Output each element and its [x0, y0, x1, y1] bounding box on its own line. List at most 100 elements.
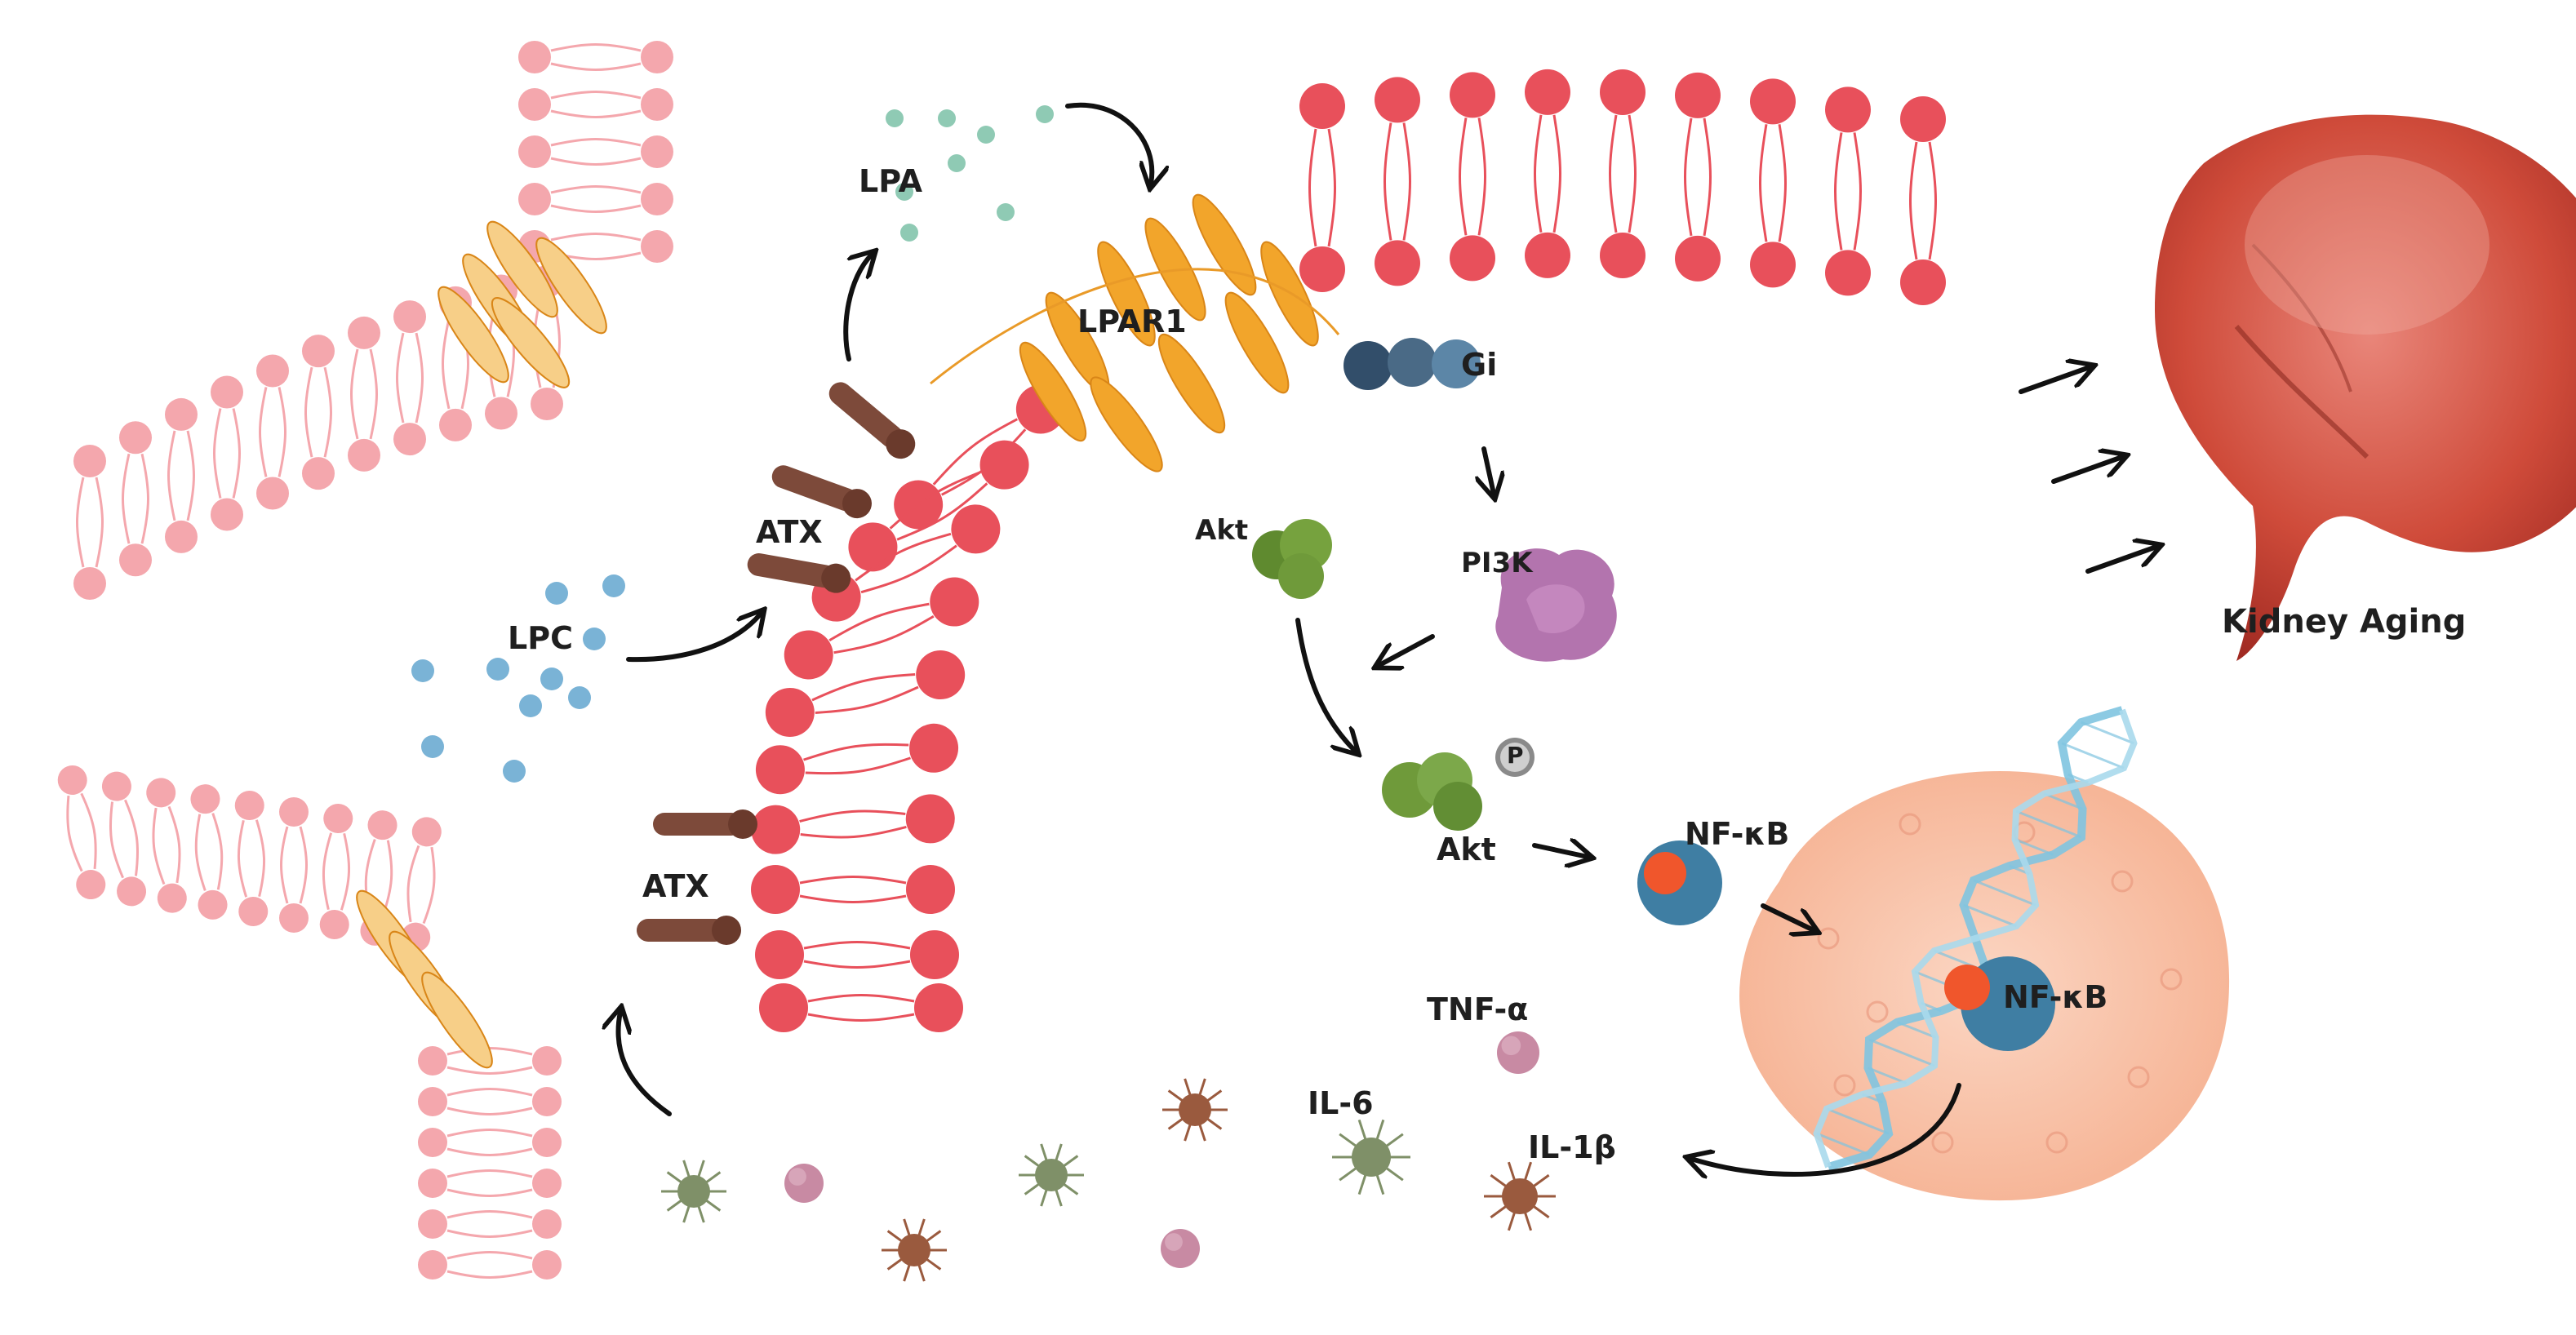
- phospholipid-faded: [101, 771, 147, 907]
- lpc-molecule: [411, 659, 434, 682]
- kidney-aging-label: Kidney Aging: [2222, 603, 2467, 641]
- phospholipid-faded: [518, 88, 673, 121]
- nfkb-nucleus: [1944, 956, 2055, 1051]
- receptor-helix: [1192, 193, 1257, 296]
- phospholipid-faded: [165, 397, 198, 553]
- phospholipid: [751, 865, 955, 914]
- atx-protein: [828, 382, 916, 459]
- lpc-molecule: [519, 694, 542, 717]
- akt-protein-bottom: [1382, 752, 1482, 831]
- phospholipid-faded: [73, 445, 106, 600]
- atx-proteins: [637, 382, 916, 945]
- phospholipid-faded: [279, 797, 309, 933]
- phospholipid-faded: [401, 817, 442, 952]
- small-molecules: [411, 105, 1054, 783]
- phospholipid-faded: [146, 778, 187, 913]
- cytokine-pink: [1161, 1229, 1200, 1268]
- dna-helix: [1813, 706, 2138, 1171]
- lpc-molecule: [545, 582, 568, 605]
- receptor-helix: [421, 971, 493, 1069]
- phospholipid: [1750, 78, 1796, 288]
- receptor-helix: [535, 237, 607, 335]
- il6-label: IL-6: [1308, 1085, 1374, 1121]
- cytokine-brown: [1162, 1078, 1228, 1142]
- cytokine-pink: [784, 1164, 824, 1203]
- lpc-molecule: [583, 628, 606, 650]
- il1b-cytokine: [1484, 1161, 1556, 1231]
- receptor-helix: [486, 220, 558, 318]
- receptor-helix: [491, 297, 571, 388]
- il6-cytokine: [1332, 1119, 1410, 1195]
- receptor-helix: [1157, 333, 1226, 434]
- nfkb-label-cytoplasm: NF-κB: [1685, 816, 1790, 852]
- phospholipid-faded: [518, 183, 673, 215]
- lpa-molecule: [948, 154, 966, 172]
- phospholipid-faded: [234, 791, 269, 926]
- phosphate-label: P: [1507, 742, 1524, 769]
- lpa-molecule: [900, 224, 918, 242]
- kidney-illustration: [2155, 114, 2576, 661]
- atx-protein: [653, 809, 757, 839]
- phospholipid: [751, 794, 955, 854]
- phospholipid-faded: [518, 135, 673, 168]
- phospholipid-faded: [57, 765, 106, 900]
- receptor-helix: [437, 286, 509, 384]
- atx-label-bottom: ATX: [642, 868, 709, 904]
- phospholipid-faded: [393, 300, 426, 456]
- phospholipid-faded: [319, 804, 353, 939]
- lpc-molecule: [503, 760, 526, 783]
- phospholipid: [765, 650, 966, 737]
- cytokine-green: [661, 1160, 726, 1223]
- gi-protein: [1344, 338, 1481, 390]
- phosphate-group: [1495, 738, 1534, 777]
- lpa-molecule: [895, 183, 913, 201]
- lpa-molecule: [886, 109, 904, 127]
- akt-protein-top: [1252, 519, 1332, 599]
- phospholipid: [1900, 96, 1946, 305]
- lpc-molecule: [540, 668, 563, 690]
- gi-label: Gi: [1461, 347, 1498, 383]
- phospholipid: [1825, 86, 1871, 296]
- phospholipid: [759, 983, 963, 1032]
- phospholipid-faded: [418, 1128, 562, 1157]
- cytokines: [661, 1031, 1556, 1282]
- lpc-molecule: [602, 574, 625, 597]
- phospholipid: [755, 723, 959, 795]
- phospholipid: [1675, 72, 1721, 282]
- tnf-alpha-cytokine: [1497, 1031, 1539, 1074]
- akt-label-bottom: Akt: [1437, 832, 1496, 867]
- phospholipid: [784, 577, 979, 680]
- phospholipid: [1375, 77, 1420, 286]
- phospholipid-faded: [348, 316, 380, 472]
- atx-protein: [771, 465, 872, 519]
- phospholipid-faded: [418, 1046, 562, 1076]
- lpa-molecule: [977, 126, 995, 144]
- phospholipid: [1299, 83, 1345, 292]
- phospholipid: [755, 930, 959, 979]
- pathway-arrows: [619, 102, 2157, 1174]
- receptor-helix: [1090, 376, 1163, 472]
- phospholipid-faded: [211, 375, 243, 531]
- lpa-molecule: [938, 109, 956, 127]
- receptor-helix: [1224, 291, 1290, 394]
- phospholipid-faded: [418, 1209, 562, 1239]
- cytokine-green: [1019, 1143, 1084, 1207]
- cell-membranes: [57, 41, 1946, 1280]
- phospholipid: [1600, 69, 1646, 278]
- phospholipid: [1450, 72, 1495, 282]
- nfkb-label-nucleus: NF-κB: [2003, 979, 2108, 1015]
- lpa-molecule: [997, 203, 1015, 221]
- lpc-molecule: [486, 658, 509, 681]
- tnf-alpha-label: TNF-α: [1427, 991, 1529, 1027]
- phospholipid-faded: [256, 354, 289, 510]
- il1b-label: IL-1β: [1528, 1129, 1616, 1165]
- atx-label-top: ATX: [756, 514, 823, 550]
- nfkb-cytoplasm: [1637, 840, 1722, 925]
- phospholipid-faded: [418, 1169, 562, 1198]
- cytokine-brown: [882, 1218, 947, 1282]
- lpc-molecule: [568, 686, 591, 709]
- receptor-helix: [1019, 341, 1087, 442]
- akt-label-top: Akt: [1195, 514, 1249, 547]
- phospholipid-faded: [418, 1250, 562, 1280]
- lpar1-receptors: [356, 193, 1340, 1069]
